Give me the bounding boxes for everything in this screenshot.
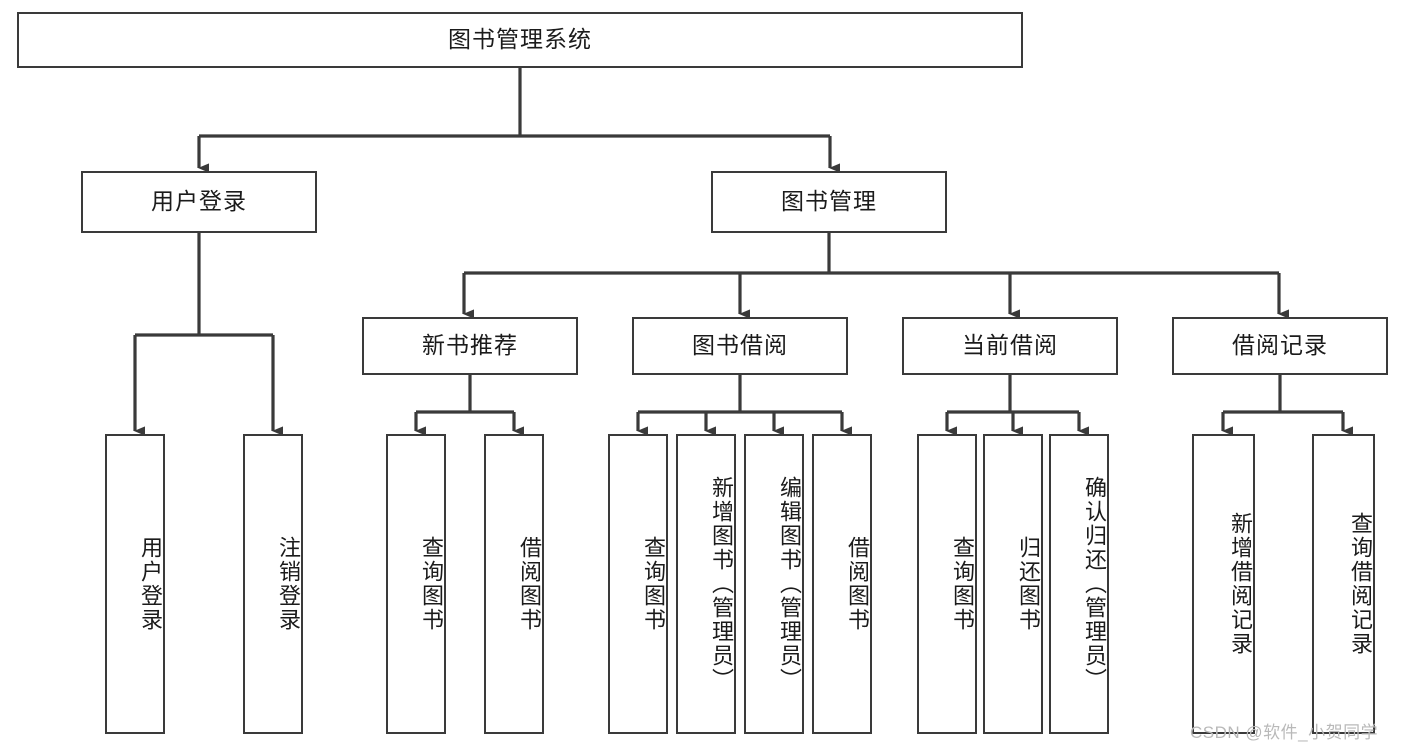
node-leaf-cb-return-book[interactable]: 归还图书: [983, 434, 1043, 734]
node-leaf-br-add-record[interactable]: 新增借阅记录: [1192, 434, 1255, 734]
node-leaf-bb-borrow-book[interactable]: 借阅图书: [812, 434, 872, 734]
node-leaf-cb-query-book-label: 查询图书: [950, 536, 975, 632]
node-new-book-rec-label: 新书推荐: [422, 332, 518, 359]
node-leaf-br-query-record-label: 查询借阅记录: [1348, 512, 1373, 656]
node-root-label: 图书管理系统: [448, 26, 592, 53]
node-current-borrow[interactable]: 当前借阅: [902, 317, 1118, 375]
node-leaf-user-logout[interactable]: 注销登录: [243, 434, 303, 734]
node-book-borrow-label: 图书借阅: [692, 332, 788, 359]
node-leaf-user-login[interactable]: 用户登录: [105, 434, 165, 734]
node-leaf-cb-query-book[interactable]: 查询图书: [917, 434, 977, 734]
node-leaf-cb-confirm-return-label: 确认归还（管理员）: [1082, 476, 1107, 692]
node-book-borrow[interactable]: 图书借阅: [632, 317, 848, 375]
node-leaf-bb-edit-book[interactable]: 编辑图书（管理员）: [744, 434, 804, 734]
node-leaf-bb-add-book[interactable]: 新增图书（管理员）: [676, 434, 736, 734]
watermark-text: CSDN @软件_小贺同学: [1190, 723, 1379, 742]
node-leaf-bb-borrow-book-label: 借阅图书: [845, 536, 870, 632]
node-borrow-record-label: 借阅记录: [1232, 332, 1328, 359]
node-book-manage-label: 图书管理: [781, 188, 877, 215]
node-leaf-br-add-record-label: 新增借阅记录: [1228, 512, 1253, 656]
node-leaf-rec-query-book[interactable]: 查询图书: [386, 434, 446, 734]
node-leaf-user-login-label: 用户登录: [138, 536, 163, 632]
node-leaf-user-logout-label: 注销登录: [276, 536, 301, 632]
node-user-login[interactable]: 用户登录: [81, 171, 317, 233]
node-borrow-record[interactable]: 借阅记录: [1172, 317, 1388, 375]
node-leaf-rec-borrow-book-label: 借阅图书: [517, 536, 542, 632]
node-leaf-rec-query-book-label: 查询图书: [419, 536, 444, 632]
node-leaf-rec-borrow-book[interactable]: 借阅图书: [484, 434, 544, 734]
node-root[interactable]: 图书管理系统: [17, 12, 1023, 68]
node-new-book-rec[interactable]: 新书推荐: [362, 317, 578, 375]
node-leaf-cb-return-book-label: 归还图书: [1016, 536, 1041, 632]
node-leaf-bb-query-book[interactable]: 查询图书: [608, 434, 668, 734]
node-leaf-bb-add-book-label: 新增图书（管理员）: [709, 476, 734, 692]
node-book-manage[interactable]: 图书管理: [711, 171, 947, 233]
node-user-login-label: 用户登录: [151, 188, 247, 215]
node-leaf-br-query-record[interactable]: 查询借阅记录: [1312, 434, 1375, 734]
node-leaf-cb-confirm-return[interactable]: 确认归还（管理员）: [1049, 434, 1109, 734]
node-leaf-bb-edit-book-label: 编辑图书（管理员）: [777, 476, 802, 692]
node-current-borrow-label: 当前借阅: [962, 332, 1058, 359]
node-leaf-bb-query-book-label: 查询图书: [641, 536, 666, 632]
